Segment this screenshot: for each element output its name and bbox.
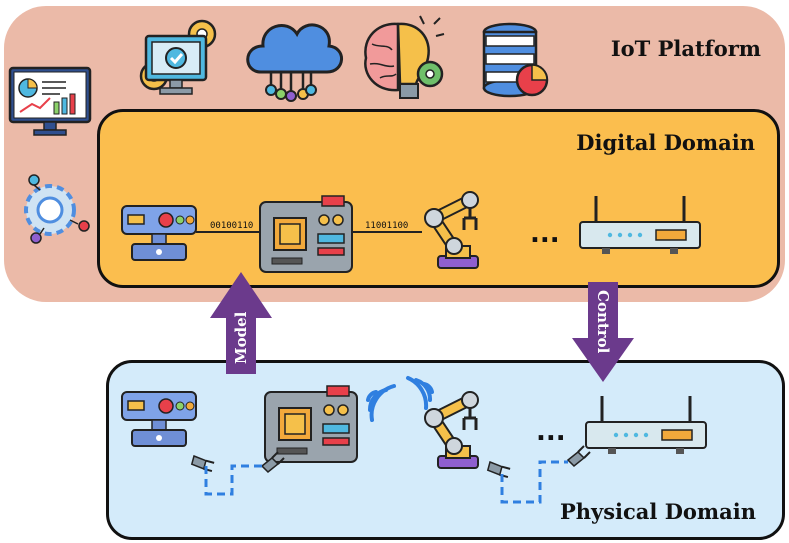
physical-router-icon [584,394,708,456]
dashboard-monitor-icon [8,66,92,136]
model-arrow: Model [210,272,272,374]
model-arrow-label: Model [232,311,250,364]
bits-label-1: 00100110 [210,221,253,231]
digital-server-icon [121,205,197,261]
physical-ellipsis: ... [536,417,566,447]
digital-robot-arm-icon [425,192,478,268]
bits-label-2: 11001100 [365,221,408,231]
dashed-cable-2 [500,460,568,504]
digital-domain-title: Digital Domain [576,130,755,155]
gear-network-icon [24,174,90,244]
dashed-cable-1 [204,464,262,496]
digital-ellipsis: ... [530,219,560,249]
control-arrow-label: Control [594,290,612,354]
iot-platform-title: IoT Platform [610,36,761,61]
digital-router-icon [578,194,702,256]
cloud-network-icon [246,23,343,102]
digital-circuit-board-icon [259,195,353,273]
control-arrow: Control [572,282,634,382]
physical-robot-arm-icon [425,392,478,468]
cable-plug-icon [483,454,515,486]
monitor-gear-icon [139,19,217,95]
physical-circuit-board-icon [264,385,358,463]
brain-bulb-icon [364,15,445,99]
wifi-signal-icon [406,376,434,410]
physical-domain-title: Physical Domain [559,499,756,524]
database-chart-icon [482,22,549,98]
cable-plug-icon [567,445,591,467]
cable-plug-icon [187,448,219,480]
physical-server-icon [121,391,197,447]
wifi-signal-icon [366,384,396,422]
